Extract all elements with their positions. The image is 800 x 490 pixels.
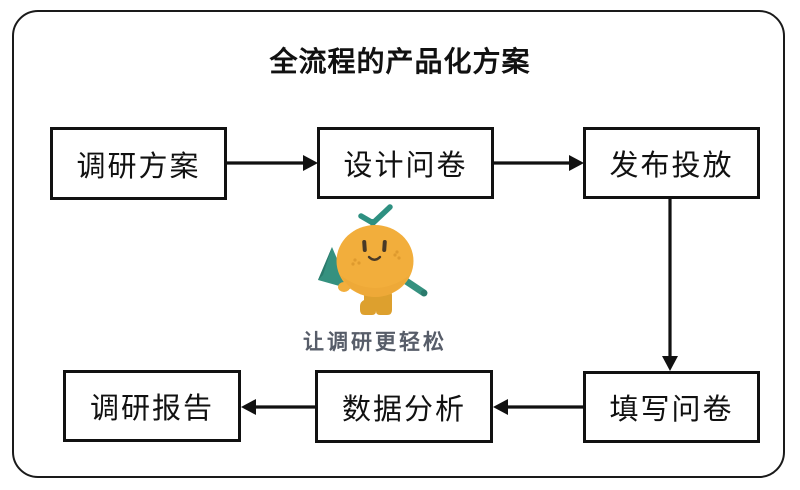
flow-node-label: 设计问卷 [343,150,468,182]
flow-node-fill-questionnaire: 填写问卷 [583,371,760,443]
flow-node-publish-distribute: 发布投放 [583,127,760,199]
flow-node-label: 数据分析 [341,393,466,426]
flow-node-label: 调研报告 [89,393,214,425]
flow-node-label: 发布投放 [609,150,734,182]
pencil-icon [402,277,428,297]
page-title: 全流程的产品化方案 [269,46,531,77]
flow-node-research-report: 调研报告 [63,370,241,442]
mascot-face [351,240,401,266]
flow-node-label: 调研方案 [76,150,201,183]
outer-border [12,10,785,478]
mascot-body [336,225,414,297]
slogan-text: 让调研更轻松 [303,331,447,354]
flow-node-label: 填写问卷 [609,394,734,426]
flow-node-design-questionnaire: 设计问卷 [317,127,494,199]
mascot-orange-character [310,203,442,325]
flow-node-data-analysis: 数据分析 [315,370,493,443]
flow-node-research-plan: 调研方案 [50,127,227,200]
